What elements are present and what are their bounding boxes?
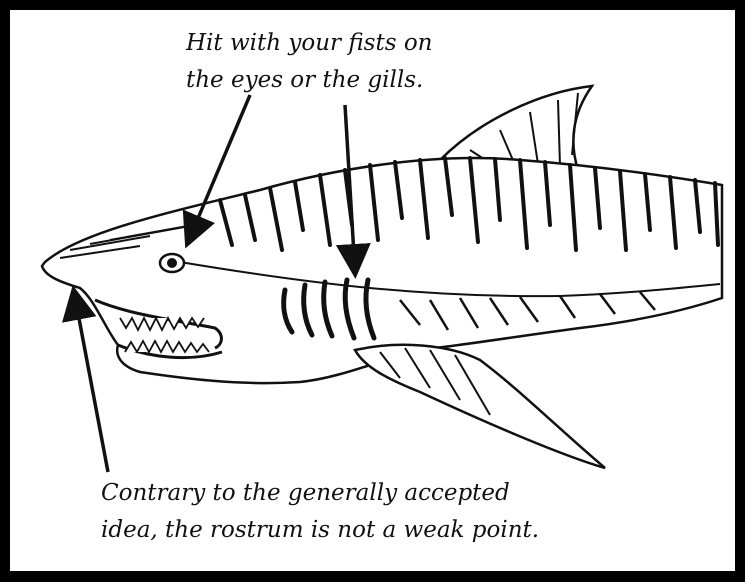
top-caption-line-2: the eyes or the gills.: [186, 62, 433, 99]
pectoral-fin: [355, 345, 605, 468]
top-caption: Hit with your fists on the eyes or the g…: [186, 25, 433, 99]
bottom-caption-line-1: Contrary to the generally accepted: [101, 475, 539, 512]
top-caption-line-1: Hit with your fists on: [186, 25, 433, 62]
eye: [160, 254, 184, 272]
bottom-caption: Contrary to the generally accepted idea,…: [101, 475, 539, 549]
bottom-caption-line-2: idea, the rostrum is not a weak point.: [101, 512, 539, 549]
